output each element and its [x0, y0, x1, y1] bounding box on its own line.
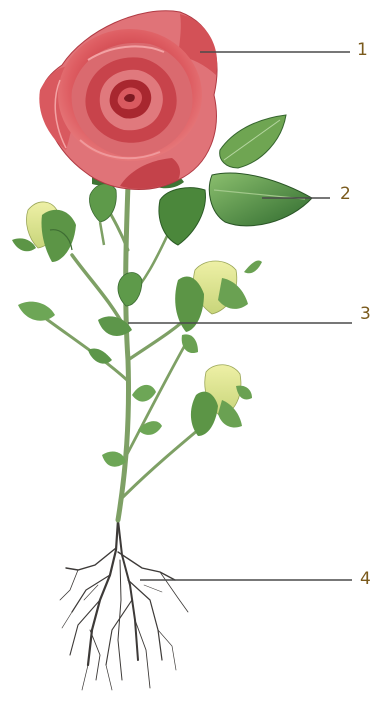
callout-number-2: 2: [340, 186, 351, 203]
callout-number-4: 4: [360, 571, 371, 588]
leaf: [209, 173, 312, 226]
bud-upper-left: [12, 202, 76, 262]
leaf: [102, 451, 126, 466]
leaf: [138, 421, 162, 435]
callout-number-1: 1: [357, 42, 368, 59]
leaf: [88, 348, 112, 363]
bud-lower-right: [191, 365, 252, 436]
bud-left-mid: [118, 273, 142, 307]
roots: [60, 520, 188, 690]
leaf: [132, 385, 156, 402]
rose-flower: [39, 11, 217, 190]
callout-number-3: 3: [360, 306, 371, 323]
bud-middle-right: [175, 260, 262, 353]
leaf: [18, 302, 55, 321]
